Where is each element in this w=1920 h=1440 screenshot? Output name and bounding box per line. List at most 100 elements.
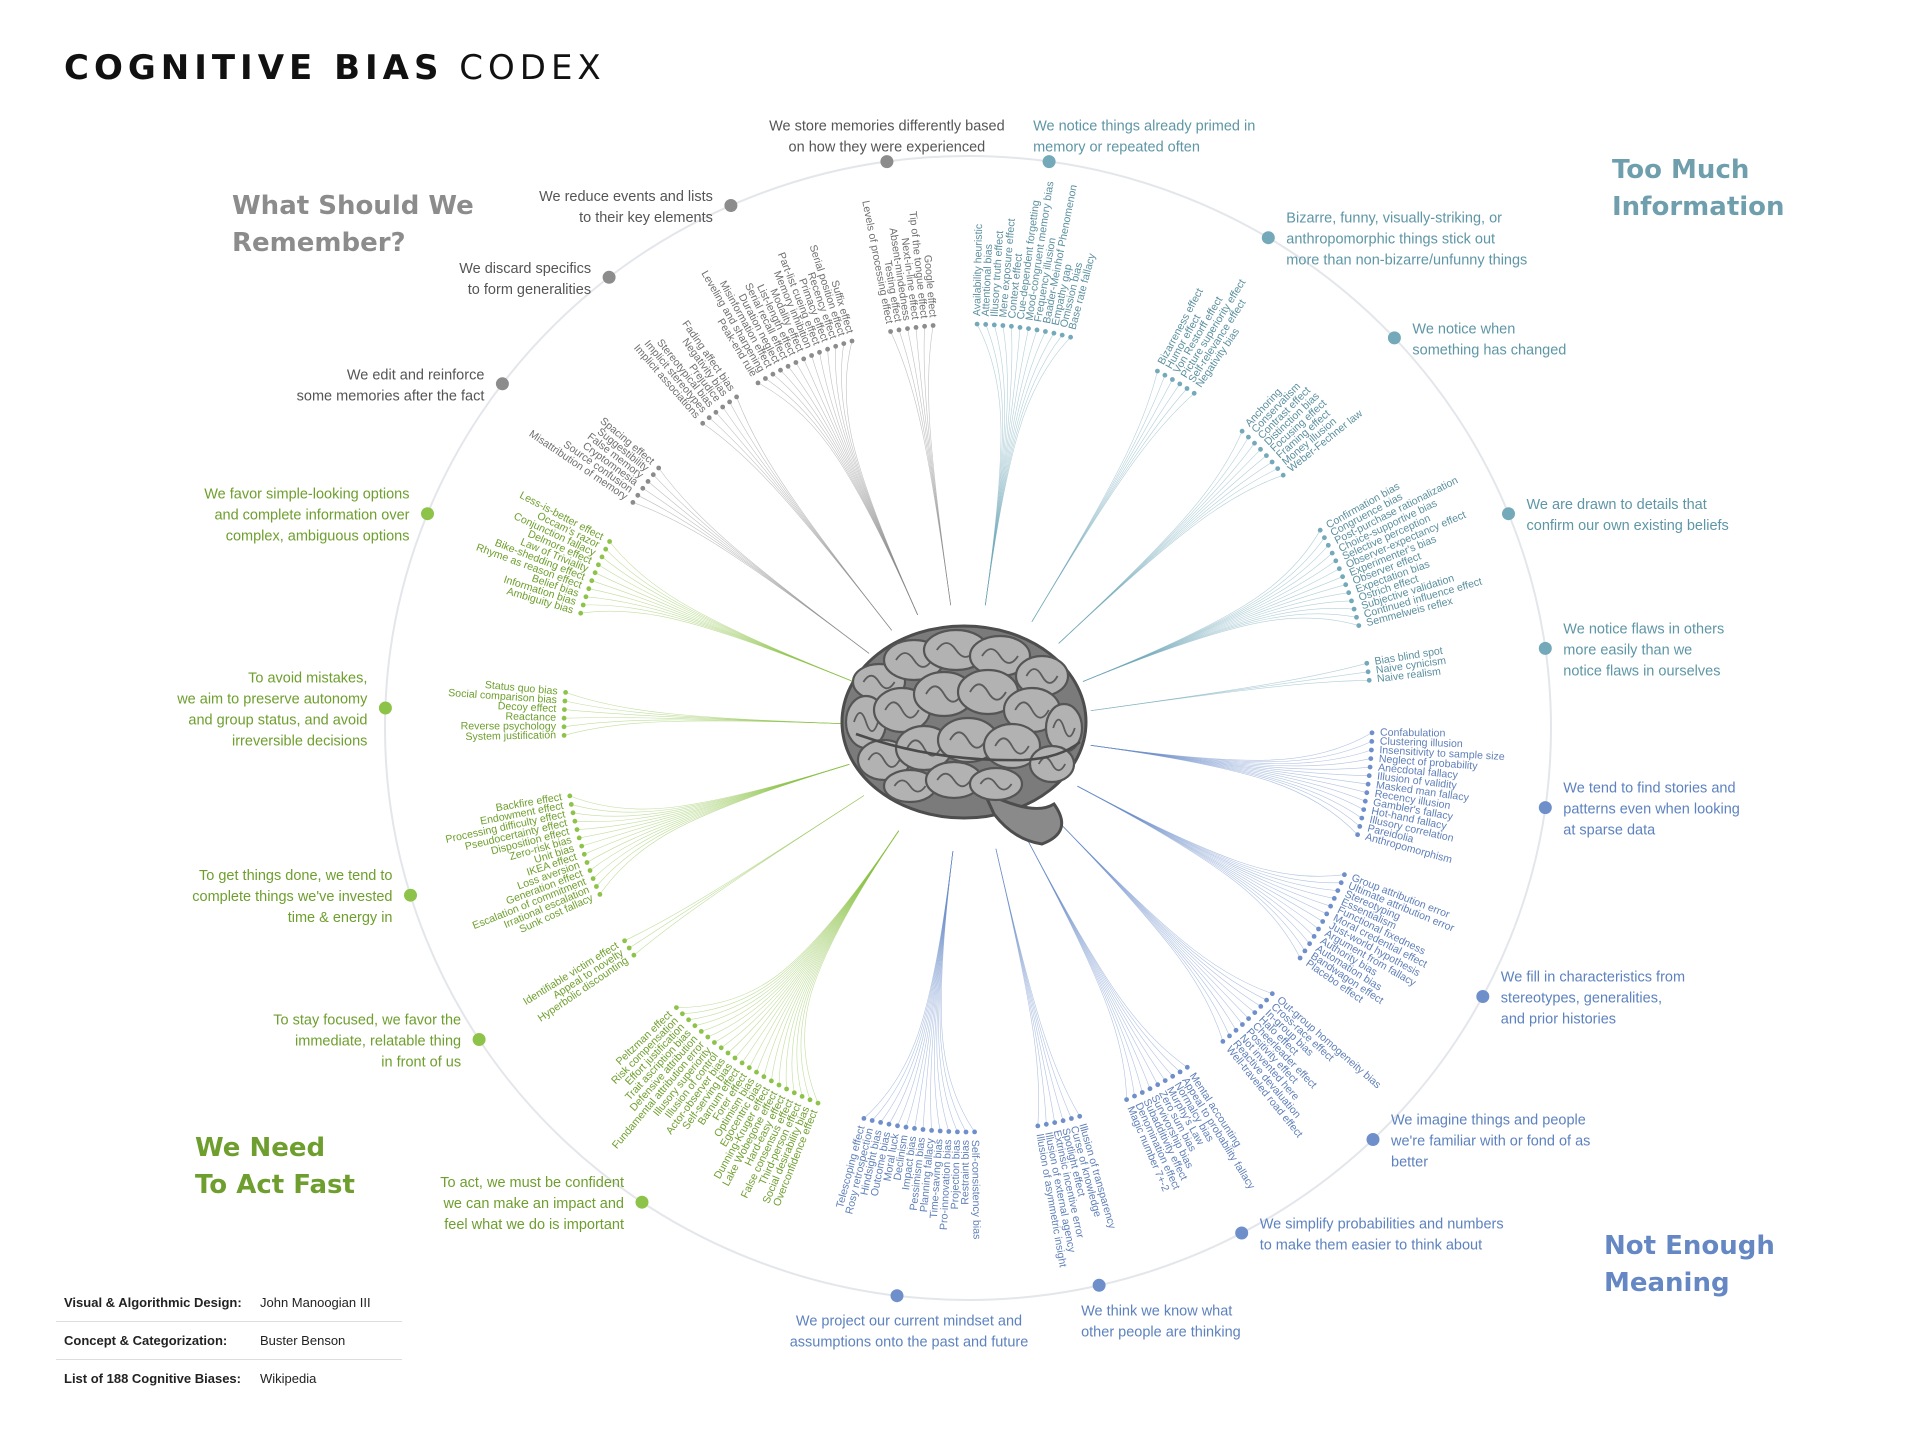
bias-dot bbox=[1026, 326, 1031, 331]
bias-dot bbox=[727, 399, 732, 405]
bias-dot bbox=[680, 1011, 685, 1017]
branch-line bbox=[985, 324, 1006, 606]
bias-dot bbox=[574, 827, 580, 832]
bias-dot bbox=[785, 363, 791, 369]
bias-dot bbox=[903, 1124, 909, 1130]
bias-dot bbox=[1366, 773, 1372, 779]
branch-line bbox=[565, 692, 845, 724]
bias-dot bbox=[576, 835, 582, 841]
strategy-label-line: irreversible decisions bbox=[232, 733, 367, 749]
bias-dot bbox=[1184, 1064, 1190, 1070]
branch-line bbox=[1053, 816, 1261, 1007]
bias-dot bbox=[1362, 798, 1368, 804]
credit-label: Visual & Algorithmic Design: bbox=[64, 1295, 242, 1310]
bias-dot bbox=[1220, 1039, 1226, 1044]
bias-dot bbox=[626, 945, 632, 951]
bias-dot bbox=[640, 485, 646, 491]
branch-line bbox=[1025, 837, 1127, 1100]
bias-dot bbox=[584, 860, 590, 865]
bias-dot bbox=[913, 325, 919, 330]
branch-line bbox=[721, 830, 899, 1049]
strategy-label-line: We favor simple-looking options bbox=[204, 487, 409, 503]
branch-line bbox=[995, 848, 1072, 1119]
bias-label: Illusory truth effect bbox=[989, 230, 1007, 317]
branch-line bbox=[736, 396, 892, 631]
bias-dot bbox=[1147, 1086, 1153, 1092]
bias-label: Self-consistency bias bbox=[969, 1140, 983, 1240]
branch-line bbox=[714, 830, 899, 1043]
branch-line bbox=[780, 369, 918, 615]
bias-dot bbox=[1069, 1116, 1074, 1121]
branch-line bbox=[1077, 785, 1315, 937]
branch-line bbox=[757, 382, 918, 615]
bias-dot bbox=[929, 1128, 934, 1133]
bias-dot bbox=[1346, 590, 1352, 596]
bias-dot bbox=[1009, 323, 1014, 329]
bias-dot bbox=[1366, 677, 1372, 683]
branch-line bbox=[1090, 745, 1358, 835]
branch-line bbox=[791, 830, 899, 1093]
bias-dot bbox=[718, 1045, 724, 1051]
bias-dot bbox=[1329, 550, 1335, 556]
bias-dot bbox=[1336, 566, 1342, 572]
branch-line bbox=[1082, 545, 1329, 682]
strategy-dot bbox=[635, 1195, 649, 1209]
branch-line bbox=[1053, 816, 1237, 1031]
branch-line bbox=[985, 329, 1038, 606]
bias-dot bbox=[1365, 669, 1371, 675]
bias-dot bbox=[1338, 880, 1344, 886]
bias-dot bbox=[1275, 466, 1281, 471]
strategy-dot bbox=[1092, 1278, 1106, 1292]
strategy-label-line: and complete information over bbox=[214, 508, 409, 524]
bias-dot bbox=[1369, 730, 1375, 736]
bias-dot bbox=[833, 343, 839, 349]
branch-line bbox=[930, 851, 954, 1131]
bias-dot bbox=[770, 371, 776, 377]
bias-label: Attentional bias bbox=[980, 244, 995, 317]
strategy-label-line: To get things done, we tend to bbox=[199, 868, 392, 884]
bias-dot bbox=[1239, 428, 1245, 434]
branch-line bbox=[1053, 816, 1224, 1042]
bias-dot bbox=[861, 1116, 867, 1121]
bias-dot bbox=[1000, 323, 1006, 328]
bias-dot bbox=[561, 715, 567, 721]
bias-dot bbox=[886, 1121, 892, 1127]
strategy-label-line: We simplify probabilities and numbers bbox=[1260, 1216, 1504, 1232]
brain-sulcus bbox=[1025, 668, 1059, 684]
bias-dot bbox=[1043, 329, 1048, 334]
bias-dot bbox=[1331, 896, 1337, 901]
strategy-dot bbox=[1235, 1226, 1249, 1240]
branch-line bbox=[596, 764, 850, 887]
bias-dot bbox=[596, 562, 601, 568]
branch-line bbox=[624, 795, 865, 942]
branch-line bbox=[658, 467, 870, 654]
bias-dot bbox=[1177, 381, 1183, 387]
brain-fissure bbox=[855, 732, 1081, 762]
strategy-label-line: We are drawn to details that bbox=[1527, 497, 1707, 513]
bias-dot bbox=[674, 1005, 679, 1010]
bias-dot bbox=[1258, 446, 1263, 452]
bias-dot bbox=[712, 1040, 717, 1045]
bias-dot bbox=[895, 1123, 900, 1129]
bias-dot bbox=[755, 380, 761, 386]
bias-dot bbox=[1252, 1010, 1258, 1015]
bias-dot bbox=[761, 1074, 767, 1080]
branch-line bbox=[1025, 837, 1143, 1093]
bias-label: System justification bbox=[465, 729, 556, 743]
bias-dot bbox=[1043, 1121, 1049, 1127]
branch-line bbox=[1077, 785, 1301, 959]
bias-dot bbox=[1162, 1078, 1168, 1083]
branch-line bbox=[1053, 816, 1273, 994]
bias-dot bbox=[955, 1129, 960, 1135]
strategy-label-line: We fill in characteristics from bbox=[1501, 969, 1685, 985]
bias-dot bbox=[645, 479, 651, 484]
bias-dot bbox=[769, 1078, 774, 1084]
strategy-label-line: some memories after the fact bbox=[297, 388, 485, 404]
